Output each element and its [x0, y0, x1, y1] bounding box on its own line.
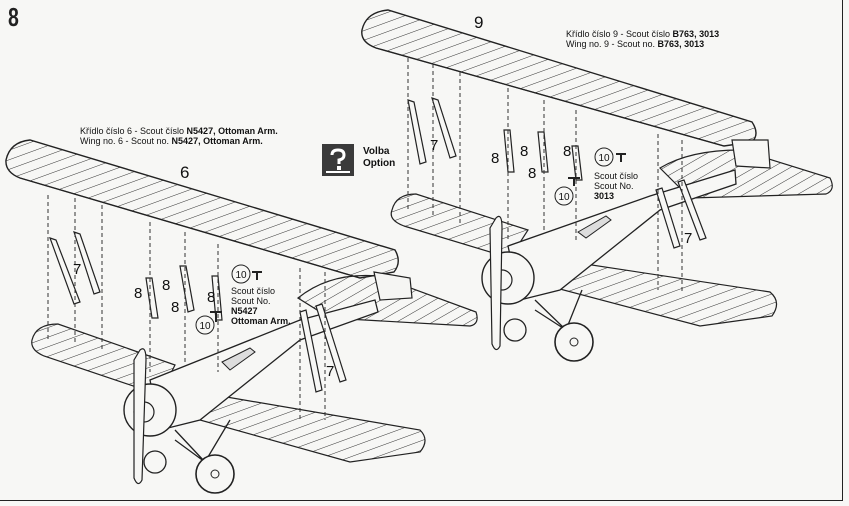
right-caption-cz: Křídlo číslo 9 - Scout číslo B763, 3013: [566, 29, 719, 39]
right-strut-8-a: 8: [491, 150, 499, 167]
left-scout-line-en: Scout No.: [231, 296, 271, 306]
right-caption-en-bold: B763, 3013: [657, 39, 705, 49]
left-caption-cz-prefix: Křídlo číslo 6 - Scout číslo: [80, 126, 187, 136]
right-part-10-callout-a: 10: [594, 147, 614, 167]
option-label-en: Option: [363, 158, 396, 169]
left-wheel: [195, 454, 235, 494]
right-scout-line-cz: Scout číslo: [594, 171, 639, 181]
left-scout-marking: Ottoman Arm.: [231, 316, 291, 326]
right-fin: [731, 139, 771, 169]
left-scout-info: Scout číslo Scout No. N5427 Ottoman Arm.: [231, 286, 291, 326]
right-lower-wing-right: [555, 261, 778, 327]
right-part-10-callout-b: 10: [554, 186, 574, 206]
step-number: 8: [8, 2, 19, 32]
right-part-10-label-a: 10: [598, 153, 610, 164]
left-guide-lines: [47, 195, 326, 420]
right-cowling: [481, 251, 535, 305]
right-scout-serial: 3013: [594, 191, 615, 201]
left-struts: [49, 231, 347, 393]
right-fuselage: [507, 169, 737, 301]
right-strut-8-c: 8: [528, 165, 536, 182]
option-icon: [322, 144, 354, 176]
right-strut-7-a: 7: [430, 137, 438, 154]
left-part-10-callout-a: 10: [231, 264, 251, 284]
left-strut-8-d: 8: [207, 289, 215, 306]
left-part-10-label-a: 10: [235, 270, 247, 281]
left-caption-en-bold: N5427, Ottoman Arm.: [171, 136, 263, 146]
left-strut-8-c: 8: [171, 299, 179, 316]
right-aircraft: 10 10 9 7 8 8 8 8 7: [361, 9, 833, 362]
left-aircraft: 10 10 6 7 8 8 8 8 7: [5, 139, 478, 494]
right-struts: [407, 97, 707, 249]
right-part-10-label-b: 10: [558, 192, 570, 203]
left-caption-en: Wing no. 6 - Scout no. N5427, Ottoman Ar…: [80, 136, 263, 146]
left-cowling: [123, 383, 177, 437]
left-strut-8-b: 8: [162, 277, 170, 294]
option-label: Volba Option: [363, 146, 395, 170]
right-upper-wing: [361, 9, 757, 147]
right-caption-en: Wing no. 9 - Scout no. B763, 3013: [566, 39, 704, 49]
left-strut-7-b: 7: [326, 363, 334, 380]
right-guide-lines: [407, 58, 683, 294]
question-mark-icon: [326, 148, 350, 173]
option-label-cz: Volba: [363, 146, 390, 157]
right-scout-info: Scout číslo Scout No. 3013: [594, 171, 638, 201]
right-strut-7-b: 7: [684, 230, 692, 247]
right-strut-8-d: 8: [563, 143, 571, 160]
right-wing-number: 9: [474, 13, 483, 32]
left-scout-line-cz: Scout číslo: [231, 286, 276, 296]
right-caption-cz-bold: B763, 3013: [672, 29, 720, 39]
left-strut-7-a: 7: [73, 261, 81, 278]
left-scout-serial: N5427: [231, 306, 258, 316]
left-propeller: [133, 348, 147, 485]
left-fin: [373, 271, 413, 301]
right-caption-cz-prefix: Křídlo číslo 9 - Scout číslo: [566, 29, 673, 39]
left-part-10-label-b: 10: [199, 321, 211, 332]
left-upper-wing: [5, 139, 399, 279]
right-strut-8-b: 8: [520, 143, 528, 160]
left-caption-cz: Křídlo číslo 6 - Scout číslo N5427, Otto…: [80, 126, 278, 136]
left-caption-cz-bold: N5427, Ottoman Arm.: [186, 126, 278, 136]
left-caption-en-prefix: Wing no. 6 - Scout no.: [80, 136, 172, 146]
right-wheel: [554, 322, 594, 362]
right-propeller: [489, 215, 503, 351]
left-part-10-callout-b: 10: [195, 315, 215, 335]
left-lower-wing-right: [199, 394, 426, 463]
right-lower-wing: [390, 193, 529, 259]
left-strut-8-a: 8: [134, 285, 142, 302]
right-scout-line-en: Scout No.: [594, 181, 634, 191]
right-caption-en-prefix: Wing no. 9 - Scout no.: [566, 39, 658, 49]
left-wing-number: 6: [180, 163, 189, 182]
